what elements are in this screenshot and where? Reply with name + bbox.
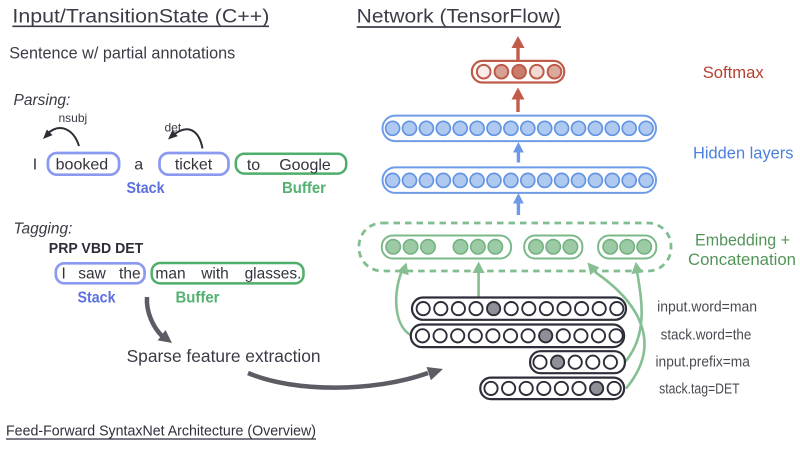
svg-text:Buffer: Buffer <box>282 180 326 197</box>
svg-text:Sparse feature extraction: Sparse feature extraction <box>127 346 321 366</box>
svg-text:booked: booked <box>56 157 109 174</box>
svg-text:saw: saw <box>78 266 106 283</box>
svg-text:Google: Google <box>279 157 331 174</box>
svg-text:with: with <box>200 266 229 283</box>
svg-text:Tagging:: Tagging: <box>14 221 73 238</box>
svg-text:Parsing:: Parsing: <box>14 92 71 109</box>
svg-text:Buffer: Buffer <box>176 290 220 307</box>
svg-text:ticket: ticket <box>175 157 213 174</box>
svg-text:stack.word=the: stack.word=the <box>661 328 752 344</box>
svg-text:the: the <box>119 266 141 283</box>
svg-text:man: man <box>155 266 185 283</box>
svg-text:Embedding +: Embedding + <box>695 230 790 249</box>
svg-text:glasses.: glasses. <box>245 266 302 283</box>
svg-text:stack.tag=DET: stack.tag=DET <box>659 382 740 398</box>
svg-text:Hidden layers: Hidden layers <box>693 144 794 163</box>
svg-text:to: to <box>247 157 260 174</box>
svg-text:Stack: Stack <box>78 290 116 307</box>
svg-text:Softmax: Softmax <box>703 63 764 82</box>
svg-text:nsubj: nsubj <box>59 111 88 125</box>
svg-text:Feed-Forward SyntaxNet Archite: Feed-Forward SyntaxNet Architecture (Ove… <box>6 424 316 440</box>
svg-text:Sentence w/ partial annotation: Sentence w/ partial annotations <box>9 44 235 63</box>
svg-text:Stack: Stack <box>127 180 165 197</box>
svg-text:Input/TransitionState (C++): Input/TransitionState (C++) <box>12 6 269 27</box>
svg-text:a: a <box>134 157 143 174</box>
svg-text:I: I <box>62 266 66 283</box>
svg-text:PRP VBD DET: PRP VBD DET <box>49 240 144 257</box>
svg-text:I: I <box>33 157 37 174</box>
svg-text:Concatenation: Concatenation <box>688 250 796 269</box>
svg-text:input.word=man: input.word=man <box>657 300 757 316</box>
svg-text:Network (TensorFlow): Network (TensorFlow) <box>357 6 561 27</box>
svg-text:input.prefix=ma: input.prefix=ma <box>656 355 751 371</box>
svg-text:det: det <box>165 120 182 134</box>
